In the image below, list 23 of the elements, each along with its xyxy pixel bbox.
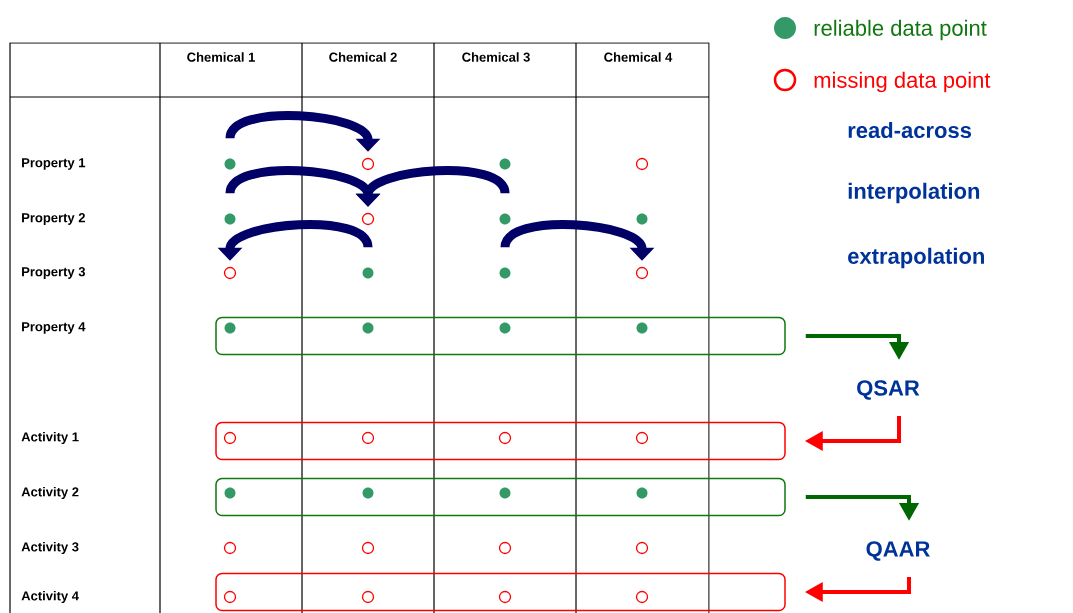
- row-header: Property 3: [22, 267, 85, 279]
- method-label: read-across: [848, 121, 972, 139]
- highlight-frame: [215, 316, 786, 356]
- method-label: interpolation: [848, 182, 980, 204]
- column-header: Chemical 3: [462, 52, 530, 62]
- highlight-frame: [215, 421, 786, 461]
- row-header: Activity 1: [21, 431, 79, 445]
- method-label: extrapolation: [848, 247, 984, 269]
- column-header: Chemical 4: [604, 52, 673, 62]
- row-header: Property 2: [22, 213, 85, 225]
- method-label: QSAR: [857, 380, 920, 400]
- highlight-frame: [215, 477, 786, 517]
- column-header: Chemical 1: [187, 52, 255, 62]
- row-header: Property 4: [22, 322, 86, 334]
- method-label: QAAR: [866, 541, 930, 561]
- legend-text: reliable data point: [814, 19, 987, 41]
- column-header: Chemical 2: [329, 52, 397, 62]
- row-header: Property 1: [22, 158, 86, 170]
- row-header: Activity 2: [21, 486, 79, 500]
- highlight-frame: [215, 572, 786, 612]
- row-header: Activity 3: [21, 541, 79, 555]
- row-header: Activity 4: [21, 590, 79, 604]
- legend-text: missing data point: [814, 71, 991, 93]
